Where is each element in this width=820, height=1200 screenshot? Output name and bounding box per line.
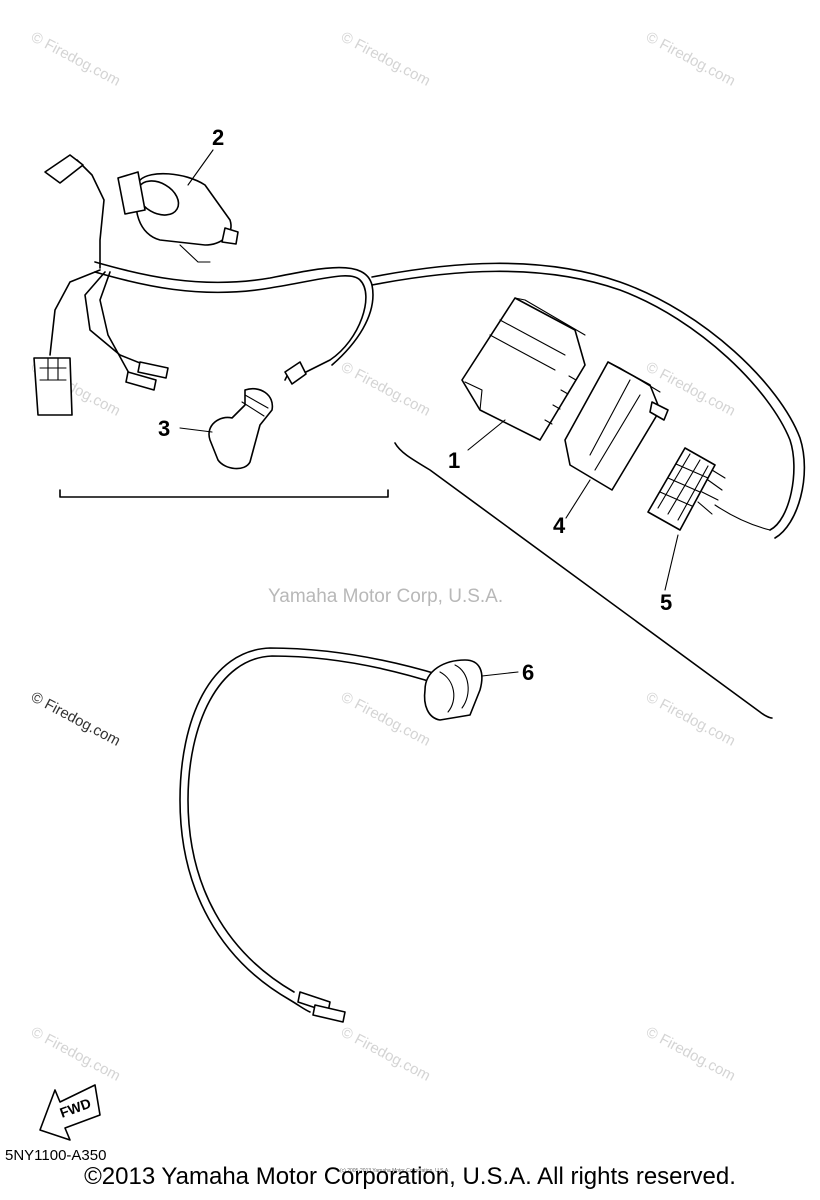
tiny-copyright: (c) 2005-2013 Yamaha Motor Corporation, … [340, 1168, 450, 1174]
callout-2: 2 [212, 125, 224, 150]
coupler [33, 357, 73, 416]
bullet-terminal [137, 361, 169, 379]
watermark-firedog: © Firedog.com [28, 1024, 123, 1085]
leader-3 [179, 427, 213, 433]
spark-plug-cap [208, 388, 274, 470]
callout-6: 6 [522, 660, 534, 685]
branch-wires-3 [99, 271, 131, 376]
watermark-firedog: © Firedog.com [338, 689, 433, 750]
plug-lead-sleeve [284, 361, 307, 385]
stop-switch-clamp [439, 664, 469, 713]
plug-cap-ribs [241, 394, 269, 417]
switch-lead [179, 647, 441, 1013]
watermark-firedog: © Firedog.com [28, 29, 123, 90]
main-harness-edge [94, 261, 374, 366]
watermark-firedog: © Firedog.com [338, 1024, 433, 1085]
watermark-firedog-dark: © Firedog.com [28, 689, 123, 750]
coupler-pins [39, 357, 67, 381]
watermark-firedog: © Firedog.com [643, 1024, 738, 1085]
connector-grid [657, 453, 709, 521]
coil-mount-tab [221, 227, 239, 245]
ignition-coil-assembly [33, 154, 806, 539]
right-group-parts [461, 297, 771, 531]
watermark-firedog: © Firedog.com [338, 29, 433, 90]
fwd-arrow: FWD [39, 1084, 101, 1141]
group-bracket-right [394, 442, 773, 719]
leader-2 [187, 149, 214, 186]
diagram-reference: 5NY1100-A350 [5, 1147, 106, 1164]
coil-high-tension-lead [179, 244, 211, 263]
switch-lead-edge [187, 655, 439, 993]
branch-wires [49, 269, 101, 356]
ground-terminal [44, 154, 84, 184]
watermark-firedog: © Firedog.com [643, 689, 738, 750]
callout-3: 3 [158, 416, 170, 441]
watermark-firedog: © Firedog.com [643, 29, 738, 90]
leader-lines [179, 149, 679, 677]
main-harness [94, 271, 367, 376]
connector-wires [697, 469, 771, 531]
coil-bracket [117, 171, 146, 215]
relay-box [564, 361, 661, 491]
connector-coupler [647, 447, 716, 531]
leader-4 [565, 479, 591, 519]
callout-5: 5 [660, 590, 672, 615]
leader-6 [481, 671, 519, 677]
harness-long-wire [371, 270, 795, 531]
cdi-unit [461, 297, 586, 441]
callout-1: 1 [448, 448, 460, 473]
leader-5 [664, 534, 679, 591]
bullet-terminal-2 [125, 371, 157, 391]
callout-4: 4 [553, 513, 566, 538]
fwd-arrow-icon [39, 1084, 101, 1141]
switch-terminal-2 [312, 1004, 346, 1023]
branch-wires-2 [84, 271, 146, 366]
copyright-footer: ©2013 Yamaha Motor Corporation, U.S.A. A… [84, 1163, 736, 1190]
group-bracket-left [59, 489, 389, 498]
relay-box-edges [589, 361, 661, 471]
harness-long-wire-edge [371, 262, 806, 539]
watermark-yamaha-center: Yamaha Motor Corp, U.S.A. [268, 586, 503, 607]
watermark-firedog: © Firedog.com [338, 359, 433, 420]
engine-stop-switch-assembly [179, 647, 483, 1023]
cdi-unit-edges [464, 297, 586, 411]
leader-1 [467, 419, 506, 451]
cdi-unit-pins [544, 375, 577, 425]
relay-box-tab [649, 401, 669, 421]
